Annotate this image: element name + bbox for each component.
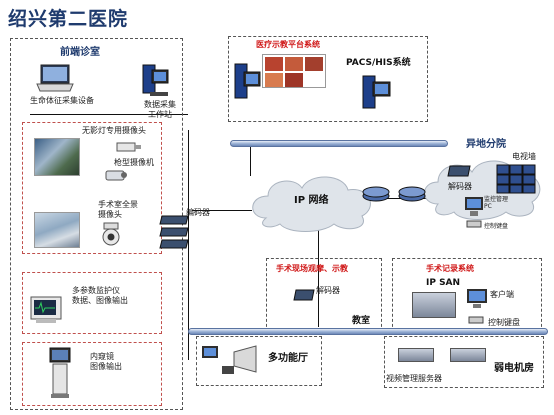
encoder-stack-icon (159, 215, 189, 249)
ip-san-rack (412, 292, 456, 318)
medical-platform-zone (228, 36, 428, 122)
surgery-live-label: 手术现场观摩、示教 (276, 264, 348, 273)
pacs-workstation-icon (362, 75, 391, 109)
decoder-branch-label: 解码器 (448, 182, 472, 191)
tv-wall-label: 电视墙 (512, 152, 536, 161)
hall-projector-icon (202, 345, 257, 374)
monitor-pc-label: 监控管理 PC (484, 196, 508, 210)
router-icon-1 (362, 186, 390, 202)
record-keyboard-icon (468, 316, 484, 324)
workstation-icon (142, 64, 169, 96)
screen-thumb-4 (265, 73, 283, 87)
data-station-text: 数据采集 工作站 (144, 100, 176, 119)
client-label: 客户端 (490, 290, 514, 299)
surgery-screen-photo (262, 54, 326, 88)
laptop-icon (36, 64, 74, 92)
control-kb2-label: 控制键盘 (488, 318, 520, 327)
top-network-bus (230, 140, 448, 147)
screen-thumb-2 (285, 57, 303, 71)
server-rack-1 (398, 348, 434, 362)
monitor-pc-text: 监控管理 PC (484, 196, 509, 210)
medical-platform-label: 医疗示教平台系统 (256, 40, 320, 49)
data-station-label: 数据采集 工作站 (144, 100, 176, 120)
monitor-data-text: 多参数监护仪 数据、图像输出 (72, 286, 128, 305)
keyboard-icon (466, 220, 482, 228)
operating-room-photo (34, 212, 80, 248)
panorama-cam-label: 手术室全景 摄像头 (98, 200, 138, 220)
encoder-front-label: 编码器 (186, 208, 210, 217)
video-server-label: 视频管理服务器 (386, 374, 442, 383)
bus-to-cloud-line (250, 146, 251, 176)
server-rack-2 (450, 348, 486, 362)
multi-hall-label: 多功能厅 (268, 353, 308, 364)
surgery-record-label: 手术记录系统 (426, 264, 474, 273)
ptz-camera-icon (102, 222, 120, 246)
decoder-live-label: 解码器 (316, 286, 340, 295)
page-title: 绍兴第二医院 (8, 8, 129, 30)
pacs-his-label: PACS/HIS系统 (346, 58, 411, 68)
screen-thumb-1 (265, 57, 283, 71)
front-bus-line (30, 114, 188, 115)
weak-room-zone (384, 336, 544, 388)
monitor-group (22, 272, 162, 334)
classroom-label: 教室 (352, 316, 371, 326)
endoscope-icon (49, 347, 71, 398)
encoder-link-line (192, 210, 252, 211)
client-pc-icon (467, 289, 487, 308)
panorama-cam-text: 手术室全景 摄像头 (98, 200, 138, 219)
gun-camera-icon (105, 170, 127, 181)
gun-cam-label: 枪型摄像机 (114, 158, 154, 167)
endoscope-group (22, 342, 162, 406)
screen-thumb-3 (305, 57, 323, 71)
surgery-camera-group (22, 122, 162, 254)
surgery-photo (34, 138, 80, 176)
front-backbone-line (188, 130, 189, 360)
tv-wall-icon (496, 164, 536, 194)
server-workstation-icon (234, 63, 261, 99)
screen-thumb-5 (285, 73, 303, 87)
weak-room-label: 弱电机房 (494, 363, 534, 374)
front-clinic-label: 前端诊室 (60, 47, 100, 58)
patient-monitor-icon (30, 296, 62, 323)
multi-hall-zone (196, 336, 322, 386)
live-decoder-icon (293, 289, 315, 301)
monitor-data-label: 多参数监护仪 数据、图像输出 (72, 286, 128, 306)
remote-branch-label: 异地分院 (466, 139, 506, 150)
router-icon-2 (398, 186, 426, 202)
control-kb-label: 控制键盘 (484, 223, 509, 230)
endoscope-label: 内窥镜 图像输出 (90, 352, 122, 372)
bottom-network-bus (188, 328, 548, 335)
branch-decoder-icon (447, 165, 471, 177)
monitor-pc-icon (465, 197, 483, 216)
endoscope-text: 内窥镜 图像输出 (90, 352, 122, 371)
ip-network-label: IP 网络 (294, 195, 329, 206)
shadowless-cam-label: 无影灯专用摄像头 (82, 126, 146, 135)
ip-san-label: IP SAN (426, 278, 461, 288)
camera-icon (116, 142, 141, 152)
cloud-to-bus-line (318, 225, 319, 327)
vital-signs-label: 生命体征采集设备 (30, 96, 94, 105)
